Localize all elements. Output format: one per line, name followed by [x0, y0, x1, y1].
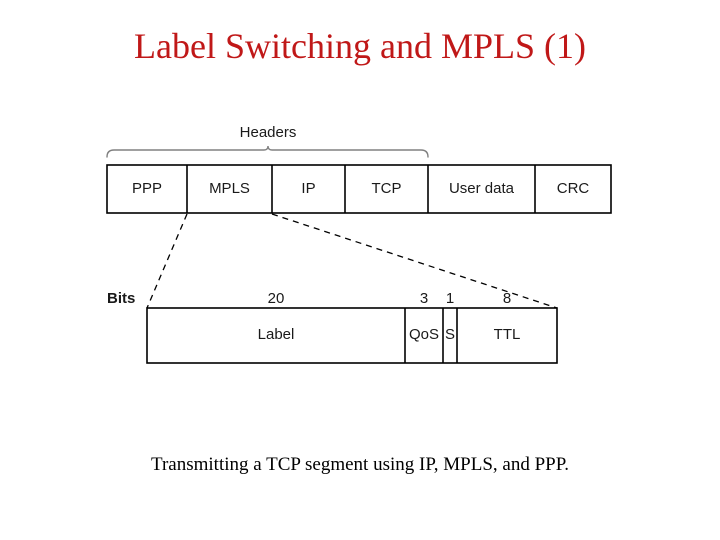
- bits-axis-label: Bits: [107, 290, 136, 307]
- frame-field-user-data: User data: [448, 180, 515, 197]
- bit-count-ttl: 8: [502, 290, 512, 307]
- mpls-field-qos: QoS: [408, 326, 439, 343]
- mpls-field-s: S: [444, 326, 455, 343]
- frame-field-ppp: PPP: [131, 180, 162, 197]
- bit-count-qos: 3: [419, 290, 429, 307]
- frame-field-crc: CRC: [556, 180, 590, 197]
- bit-count-label: 20: [267, 290, 285, 307]
- headers-brace-label: Headers: [239, 124, 297, 141]
- headers-brace: [106, 145, 429, 158]
- frame-row-boxes: [106, 164, 612, 214]
- mpls-field-label: Label: [257, 326, 295, 343]
- frame-field-tcp: TCP: [371, 180, 402, 197]
- frame-field-mpls: MPLS: [209, 180, 250, 197]
- packet-format-diagram: Headers PPP MPLS IP TCP User data CRC Bi…: [106, 124, 612, 364]
- mpls-header-boxes: [146, 307, 558, 364]
- frame-field-ip: IP: [301, 180, 316, 197]
- mpls-field-ttl: TTL: [493, 326, 521, 343]
- page-title: Label Switching and MPLS (1): [134, 26, 586, 66]
- bit-count-s: 1: [445, 290, 455, 307]
- diagram-vectors: [106, 145, 612, 364]
- figure-caption: Transmitting a TCP segment using IP, MPL…: [151, 454, 569, 475]
